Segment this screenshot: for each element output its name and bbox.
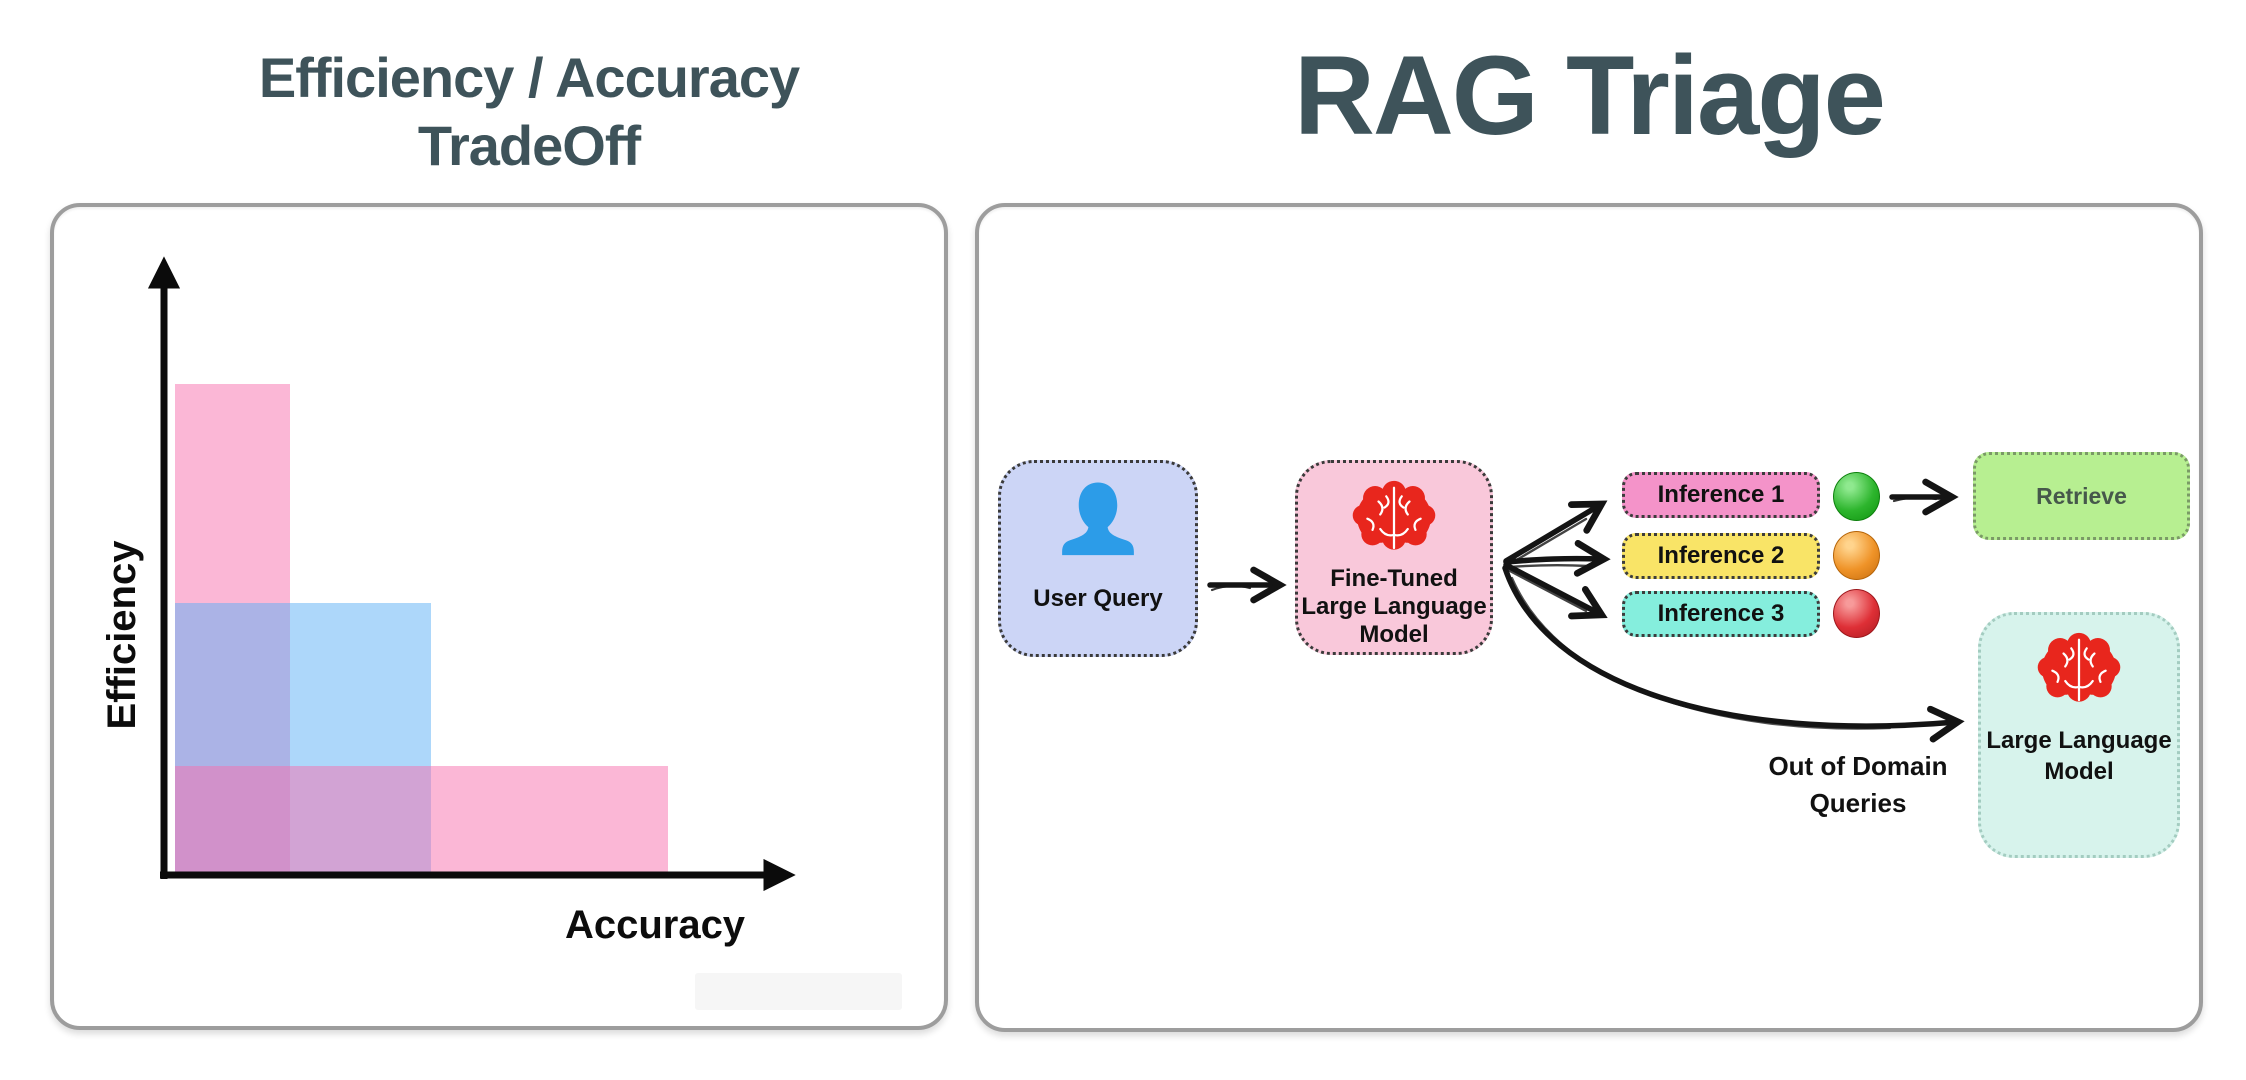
llm-label-line1: Large Language [1986, 727, 2172, 754]
retrieve-label: Retrieve [2036, 483, 2127, 509]
x-axis-label: Accuracy [564, 903, 746, 947]
out-of-domain-label: Out of Domain Queries [1738, 748, 1978, 822]
left-title-line2: TradeOff [417, 114, 641, 177]
left-panel-title: Efficiency / Accuracy TradeOff [80, 44, 978, 180]
left-title-line1: Efficiency / Accuracy [258, 46, 800, 109]
out-of-domain-line2: Queries [1809, 788, 1907, 818]
inference-1-label: Inference 1 [1657, 481, 1785, 508]
brain-icon [1352, 480, 1436, 550]
brain-icon [2037, 632, 2121, 702]
status-light-red-icon [1833, 589, 1880, 638]
watermark-area [695, 973, 902, 1010]
fine-tuned-label-line3: Model [1359, 621, 1429, 648]
inference-3-box: Inference 3 [1622, 591, 1820, 637]
person-icon [1062, 482, 1134, 556]
inference-2-label: Inference 2 [1657, 542, 1785, 569]
tradeoff-bar-3 [175, 766, 668, 872]
inference-3-label: Inference 3 [1657, 600, 1785, 627]
status-light-orange-icon [1833, 531, 1880, 580]
llm-label-line2: Model [2044, 758, 2114, 785]
fine-tuned-llm-node: Fine-Tuned Large Language Model [1295, 460, 1493, 655]
y-axis-label: Efficiency [100, 540, 144, 730]
llm-node: Large Language Model [1978, 612, 2180, 858]
user-query-label: User Query [1033, 585, 1163, 612]
user-query-node: User Query [998, 460, 1198, 657]
llm-label: Large Language Model [1986, 725, 2171, 787]
right-panel-title: RAG Triage [1294, 33, 1886, 158]
out-of-domain-line1: Out of Domain [1768, 751, 1948, 781]
inference-2-box: Inference 2 [1622, 533, 1820, 579]
fine-tuned-llm-label: Fine-Tuned Large Language Model [1301, 565, 1486, 649]
fine-tuned-label-line1: Fine-Tuned [1330, 565, 1458, 592]
status-light-green-icon [1833, 472, 1880, 521]
retrieve-box: Retrieve [1973, 452, 2190, 540]
inference-1-box: Inference 1 [1622, 472, 1820, 518]
fine-tuned-label-line2: Large Language [1301, 593, 1487, 620]
